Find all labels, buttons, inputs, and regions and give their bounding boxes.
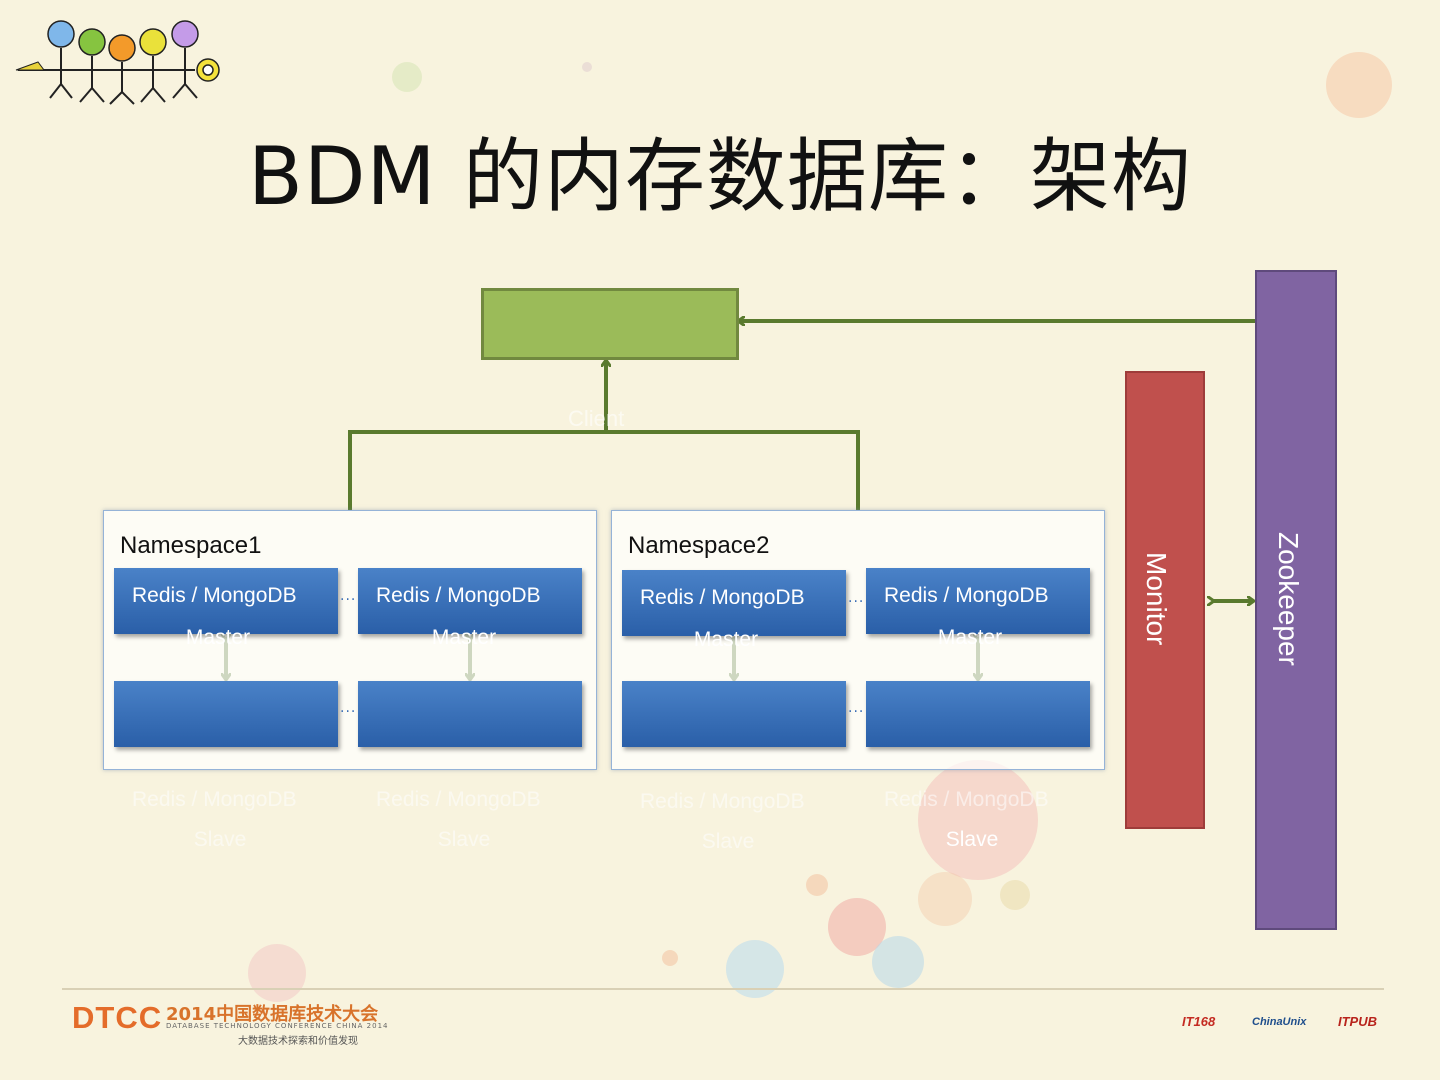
- dtcc-logo: DTCC: [72, 1000, 163, 1035]
- master-node-label: Redis / MongoDB: [884, 584, 1049, 607]
- sponsor-chinaunix-logo: ChinaUnix: [1252, 1016, 1307, 1028]
- slide-title: BDM 的内存数据库：架构: [248, 130, 1192, 223]
- conference-title: 2014中国数据库技术大会: [166, 1004, 379, 1025]
- sponsor-it168-logo: IT168: [1182, 1014, 1216, 1029]
- master-role-label: Master: [185, 626, 251, 649]
- stick-figures-logo: [15, 20, 220, 105]
- slave-role-label: Slave: [945, 828, 999, 851]
- namespace-1-label: Namespace1: [120, 532, 262, 559]
- monitor-label: Monitor: [1141, 552, 1172, 646]
- master-node-label: Redis / MongoDB: [640, 586, 805, 609]
- slave-role-label: Slave: [437, 828, 491, 851]
- master-node: Redis / MongoDB: [114, 568, 338, 634]
- slave-node: [114, 681, 338, 747]
- zookeeper-label: Zookeeper: [1273, 532, 1304, 666]
- slave-node-label: Redis / MongoDB: [884, 788, 1049, 811]
- monitor-bar: [1125, 371, 1205, 829]
- client-box: [481, 288, 739, 360]
- ellipsis-connector: ···: [848, 594, 865, 610]
- master-node: Redis / MongoDB: [866, 568, 1090, 634]
- master-node-label: Redis / MongoDB: [132, 584, 297, 607]
- slave-role-label: Slave: [193, 828, 247, 851]
- master-role-label: Master: [693, 628, 759, 651]
- slave-node-label: Redis / MongoDB: [376, 788, 541, 811]
- conference-english: DATABASE TECHNOLOGY CONFERENCE CHINA 201…: [166, 1022, 389, 1030]
- master-node: Redis / MongoDB: [358, 568, 582, 634]
- slave-node-label: Redis / MongoDB: [132, 788, 297, 811]
- namespace-2-label: Namespace2: [628, 532, 770, 559]
- master-node: Redis / MongoDB: [622, 570, 846, 636]
- footer-divider: [62, 988, 1384, 990]
- slave-role-label: Slave: [701, 830, 755, 853]
- slave-node: [358, 681, 582, 747]
- client-tree-connector: [348, 430, 860, 510]
- client-label: Client: [568, 406, 625, 431]
- slave-node: [866, 681, 1090, 747]
- zookeeper-bar: [1255, 270, 1337, 930]
- master-role-label: Master: [431, 626, 497, 649]
- master-node-label: Redis / MongoDB: [376, 584, 541, 607]
- conference-slogan: 大数据技术探索和价值发现: [238, 1036, 358, 1047]
- sponsor-itpub-logo: ITPUB: [1338, 1014, 1377, 1029]
- slave-node: [622, 681, 846, 747]
- ellipsis-connector: ···: [848, 704, 865, 720]
- master-role-label: Master: [937, 626, 1003, 649]
- ellipsis-connector: ···: [340, 704, 357, 720]
- ellipsis-connector: ···: [340, 592, 357, 608]
- slave-node-label: Redis / MongoDB: [640, 790, 805, 813]
